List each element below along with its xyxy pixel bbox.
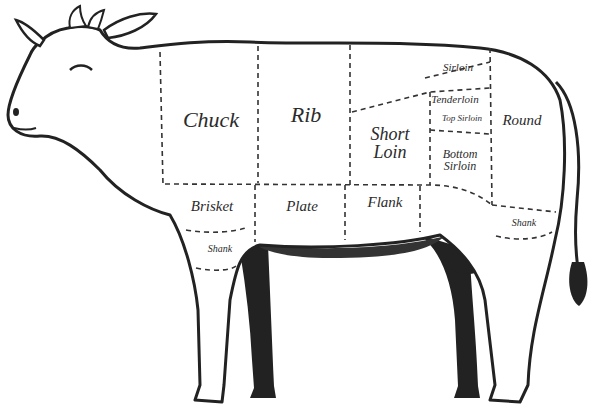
cut-region: Brisket (172, 192, 252, 220)
cut-region: Shank (500, 212, 548, 234)
cut-region: Sirloin (430, 58, 486, 76)
cut-line (160, 52, 163, 185)
mouth (14, 128, 36, 130)
far-front-leg (238, 240, 276, 398)
cut-label: Bottom Sirloin (432, 148, 488, 172)
cut-line (425, 62, 490, 78)
cut-region: Rib (265, 85, 347, 145)
cow-body (8, 27, 565, 402)
cut-label: Round (502, 113, 541, 128)
cut-region: Shank (195, 238, 245, 260)
cut-line (430, 130, 490, 134)
cut-label: Chuck (183, 109, 239, 131)
cut-region: Tenderloin (420, 90, 490, 108)
tail-tuft (569, 262, 587, 306)
left-ear (16, 20, 44, 46)
cut-line (257, 46, 259, 183)
cut-label: Sirloin (443, 62, 473, 73)
cut-label: Rib (291, 104, 322, 126)
cut-label: Tenderloin (431, 94, 478, 105)
cut-line (429, 92, 431, 185)
cut-label: Short Loin (355, 125, 425, 161)
cut-label: Plate (286, 199, 318, 214)
horn (88, 10, 104, 29)
cut-line (492, 205, 556, 212)
cut-region: Round (490, 105, 554, 135)
horn (69, 6, 86, 28)
cut-lines (160, 45, 556, 270)
cut-region: Bottom Sirloin (432, 142, 488, 178)
cut-label: Top Sirloin (442, 114, 482, 123)
cut-region: Plate (262, 192, 342, 220)
cut-line (254, 185, 256, 242)
cut-label: Shank (208, 244, 232, 254)
eye (70, 66, 92, 71)
cut-line (186, 228, 246, 232)
cut-region: Top Sirloin (432, 110, 492, 126)
cut-line (349, 45, 351, 185)
cut-line (196, 266, 236, 270)
cut-line (490, 48, 492, 205)
cut-line (419, 186, 421, 232)
cut-label: Shank (512, 218, 536, 228)
cut-region: Chuck (165, 85, 257, 155)
cut-label: Flank (368, 195, 403, 210)
cut-region: Short Loin (355, 115, 425, 170)
cut-line (344, 185, 346, 240)
cut-line (352, 88, 490, 112)
cut-label: Brisket (191, 199, 234, 214)
nostril (13, 108, 19, 116)
cut-region: Flank (350, 188, 420, 216)
right-ear (104, 14, 156, 38)
cut-line (496, 232, 552, 239)
